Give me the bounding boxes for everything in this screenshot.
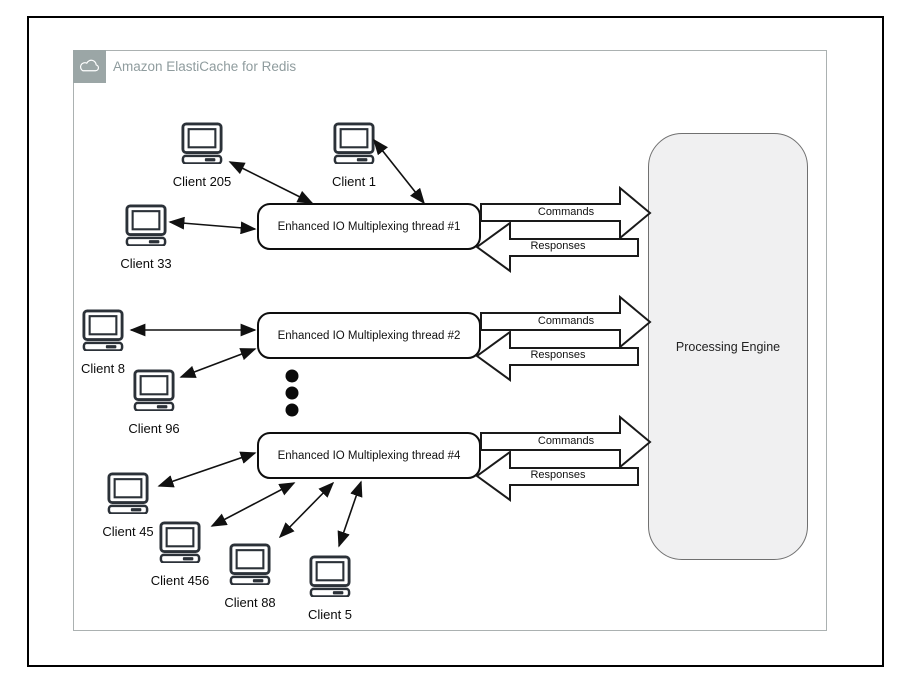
client-33-node: Client 33: [101, 204, 191, 271]
client-label: Client 1: [331, 174, 377, 189]
client-label: Client 5: [307, 607, 353, 622]
computer-icon: [309, 555, 351, 597]
computer-icon: [125, 204, 167, 246]
client-label: Client 33: [120, 256, 172, 271]
client-label: Client 456: [150, 573, 210, 588]
client-88-node: Client 88: [205, 543, 295, 610]
client-5-node: Client 5: [285, 555, 375, 622]
thread-2-label: Enhanced IO Multiplexing thread #2: [277, 329, 461, 342]
client-label: Client 8: [80, 361, 126, 376]
computer-icon: [133, 369, 175, 411]
computer-icon: [159, 521, 201, 563]
responses-label: Responses: [530, 349, 586, 361]
responses-label: Responses: [530, 469, 586, 481]
client-label: Client 205: [172, 174, 232, 189]
computer-icon: [229, 543, 271, 585]
responses-label: Responses: [530, 240, 586, 252]
thread-1-label: Enhanced IO Multiplexing thread #1: [277, 220, 461, 233]
client-label: Client 88: [224, 595, 276, 610]
computer-icon: [333, 122, 375, 164]
client-label: Client 45: [102, 524, 154, 539]
thread-1-box: Enhanced IO Multiplexing thread #1: [257, 203, 481, 250]
client-96-node: Client 96: [109, 369, 199, 436]
aws-cloud-badge: [73, 50, 106, 83]
group-title: Amazon ElastiCache for Redis: [113, 59, 297, 74]
commands-label: Commands: [537, 206, 595, 218]
processing-engine-label: Processing Engine: [675, 339, 781, 354]
thread-4-box: Enhanced IO Multiplexing thread #4: [257, 432, 481, 479]
computer-icon: [82, 309, 124, 351]
client-45-node: Client 45: [83, 472, 173, 539]
client-1-node: Client 1: [309, 122, 399, 189]
computer-icon: [181, 122, 223, 164]
client-8-node: Client 8: [58, 309, 148, 376]
client-label: Client 96: [128, 421, 180, 436]
commands-label: Commands: [537, 435, 595, 447]
thread-4-label: Enhanced IO Multiplexing thread #4: [277, 449, 461, 462]
processing-engine-box: Processing Engine: [648, 133, 808, 560]
commands-label: Commands: [537, 315, 595, 327]
computer-icon: [107, 472, 149, 514]
client-205-node: Client 205: [157, 122, 247, 189]
client-456-node: Client 456: [135, 521, 225, 588]
cloud-icon: [79, 59, 99, 72]
thread-2-box: Enhanced IO Multiplexing thread #2: [257, 312, 481, 359]
